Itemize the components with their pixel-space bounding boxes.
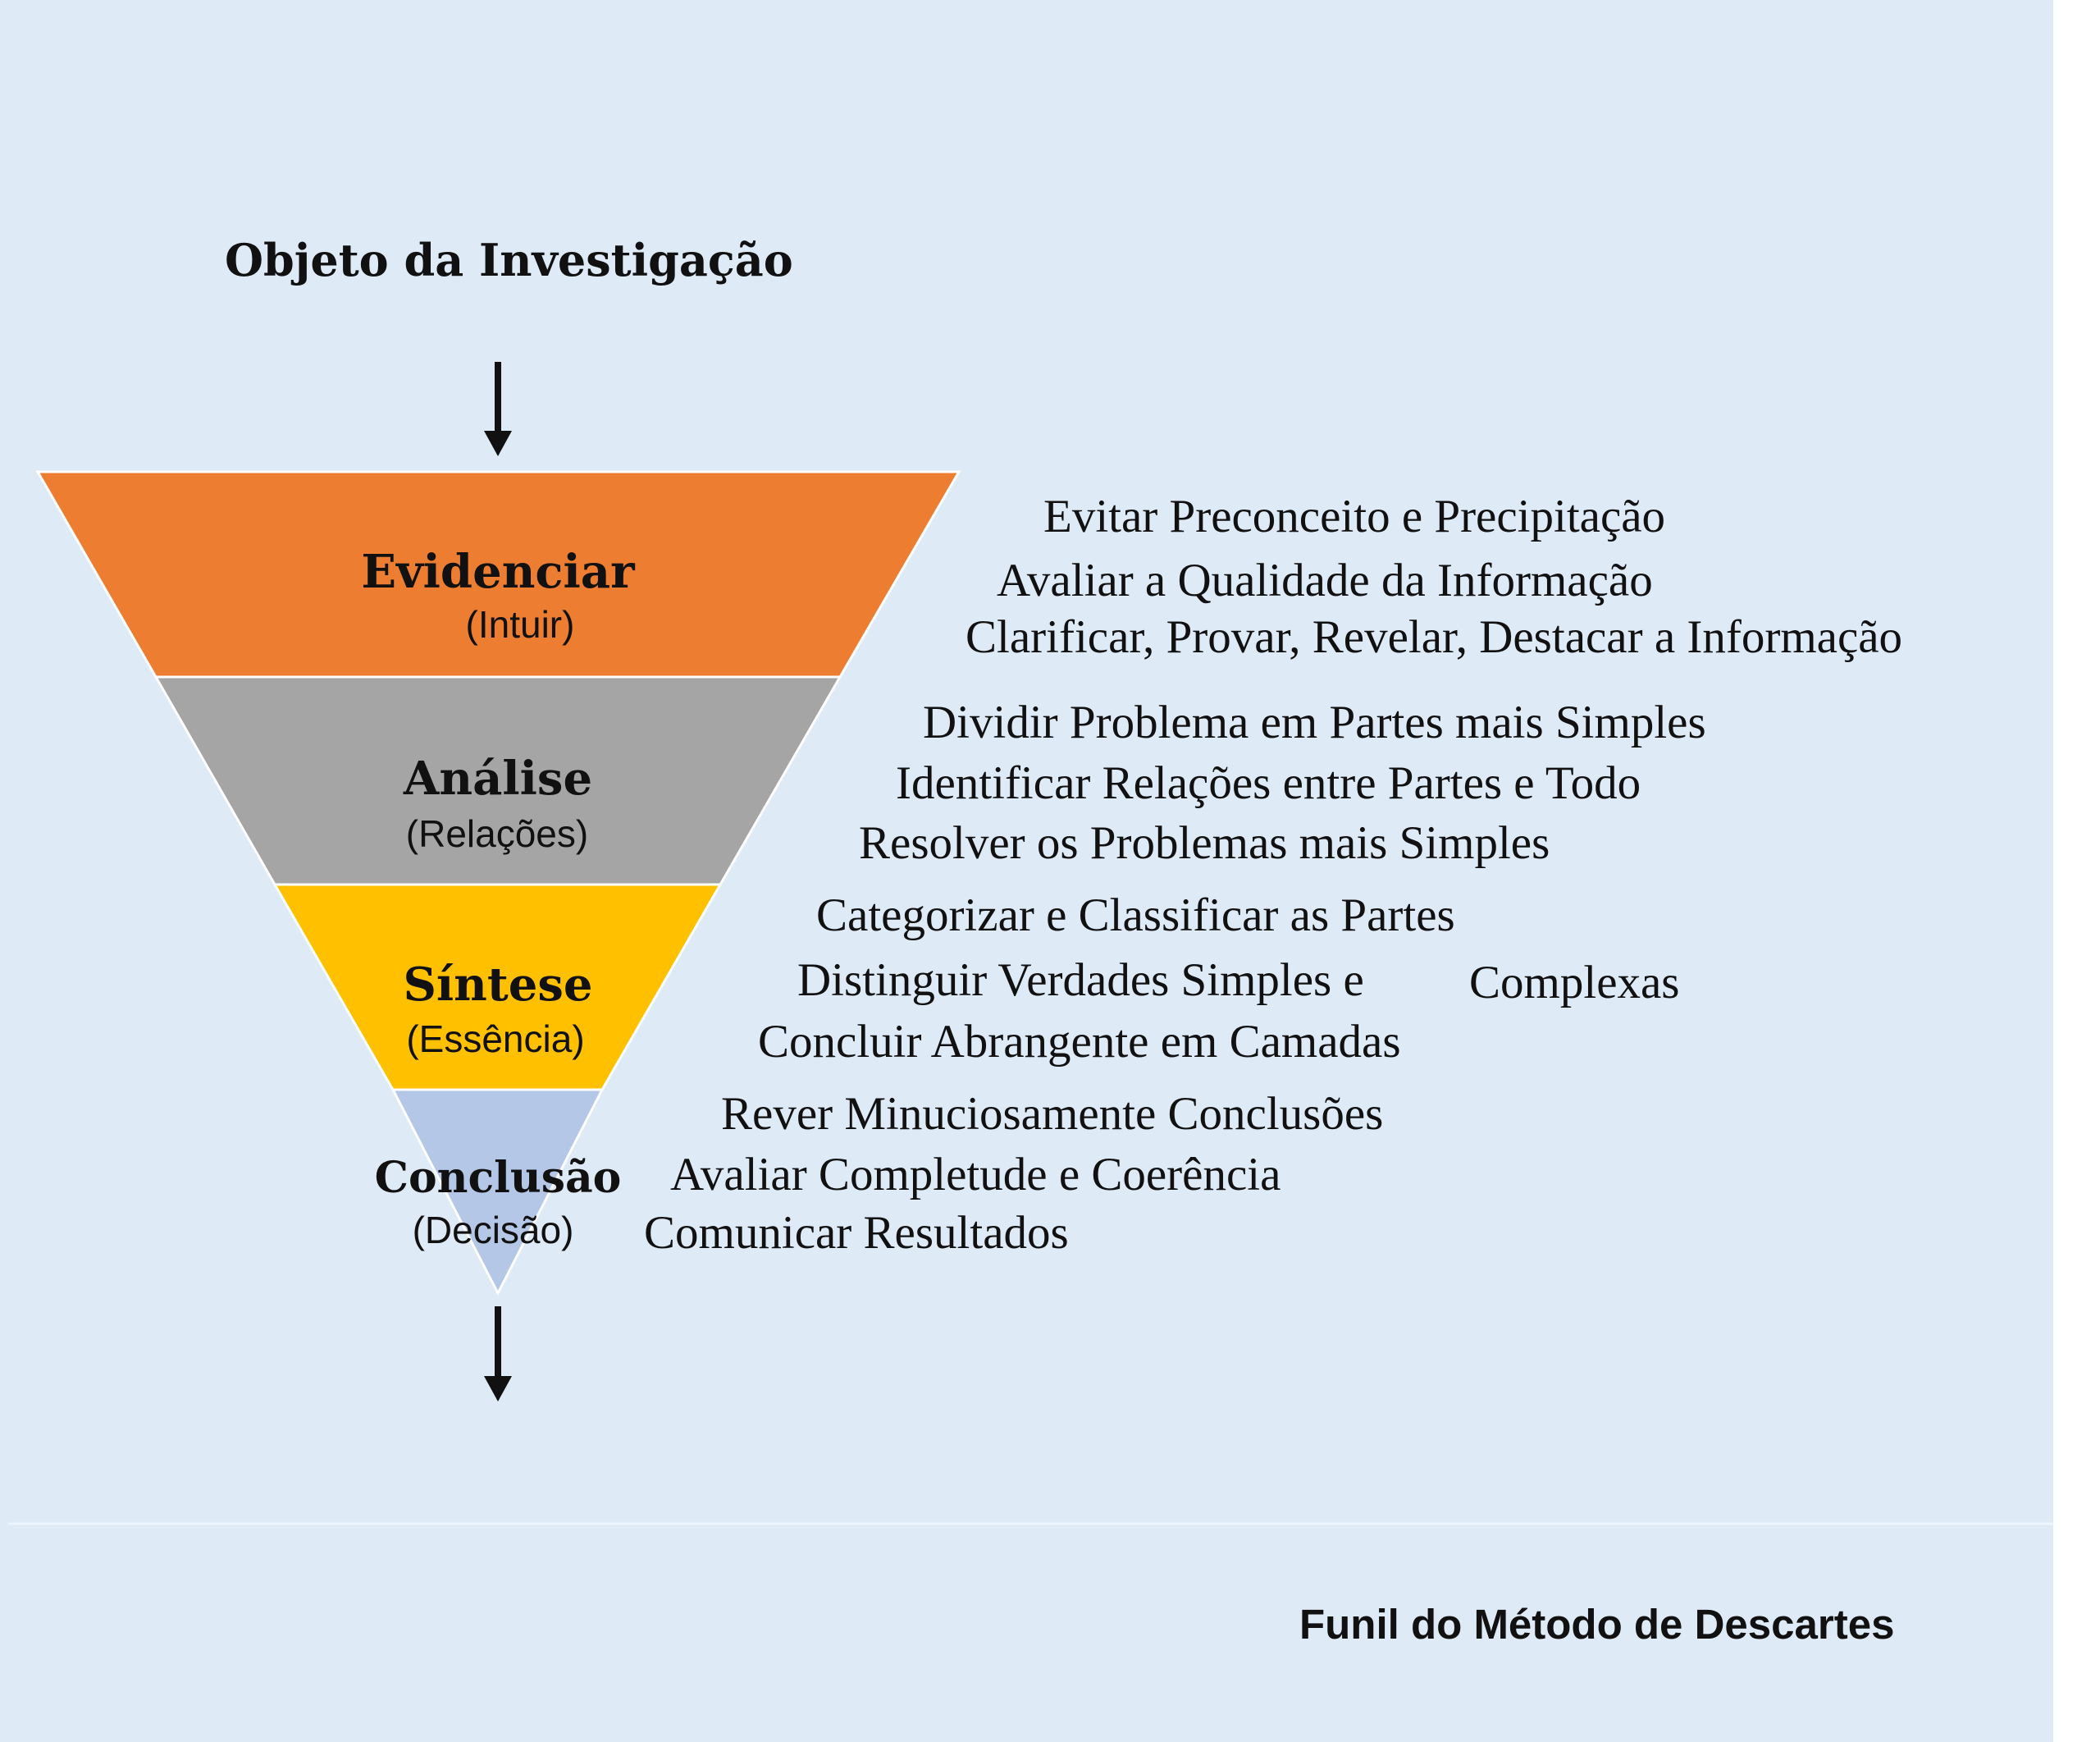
stage-sub-evidenciar: (Intuir)	[466, 603, 575, 646]
step-item: Rever Minuciosamente Conclusões	[721, 1088, 1383, 1140]
stage-name-sintese: Síntese	[403, 958, 592, 1012]
stage-name-conclusao: Conclusão	[375, 1153, 622, 1203]
step-item: Concluir Abrangente em Camadas	[758, 1016, 1401, 1068]
step-item-continuation: Complexas	[1469, 957, 1679, 1008]
step-item: Dividir Problema em Partes mais Simples	[923, 697, 1706, 748]
diagram-caption: Funil do Método de Descartes	[1299, 1601, 1894, 1648]
funnel	[35, 470, 961, 1296]
stage-sub-sintese: (Essência)	[406, 1017, 584, 1060]
stage-name-evidenciar: Evidenciar	[361, 545, 636, 599]
step-item: Avaliar Completude e Coerência	[670, 1149, 1281, 1200]
arrow-down-icon	[484, 362, 512, 456]
step-item: Categorizar e Classificar as Partes	[816, 889, 1455, 941]
step-item: Resolver os Problemas mais Simples	[859, 817, 1550, 869]
step-item: Identificar Relações entre Partes e Todo	[896, 757, 1641, 809]
stage-name-analise: Análise	[403, 752, 592, 806]
stage-sub-analise: (Relações)	[406, 812, 588, 855]
step-item: Distinguir Verdades Simples e	[797, 954, 1364, 1006]
step-item: Clarificar, Provar, Revelar, Destacar a …	[966, 611, 1902, 663]
diagram-title: Objeto da Investigação	[225, 234, 793, 286]
step-item: Evitar Preconceito e Precipitação	[1043, 491, 1665, 542]
stage-sub-conclusao: (Decisão)	[413, 1209, 574, 1251]
step-item: Avaliar a Qualidade da Informação	[997, 555, 1653, 606]
funnel-band-conclusao	[390, 1088, 605, 1296]
step-item: Comunicar Resultados	[644, 1207, 1069, 1259]
arrow-down-icon	[484, 1306, 512, 1401]
